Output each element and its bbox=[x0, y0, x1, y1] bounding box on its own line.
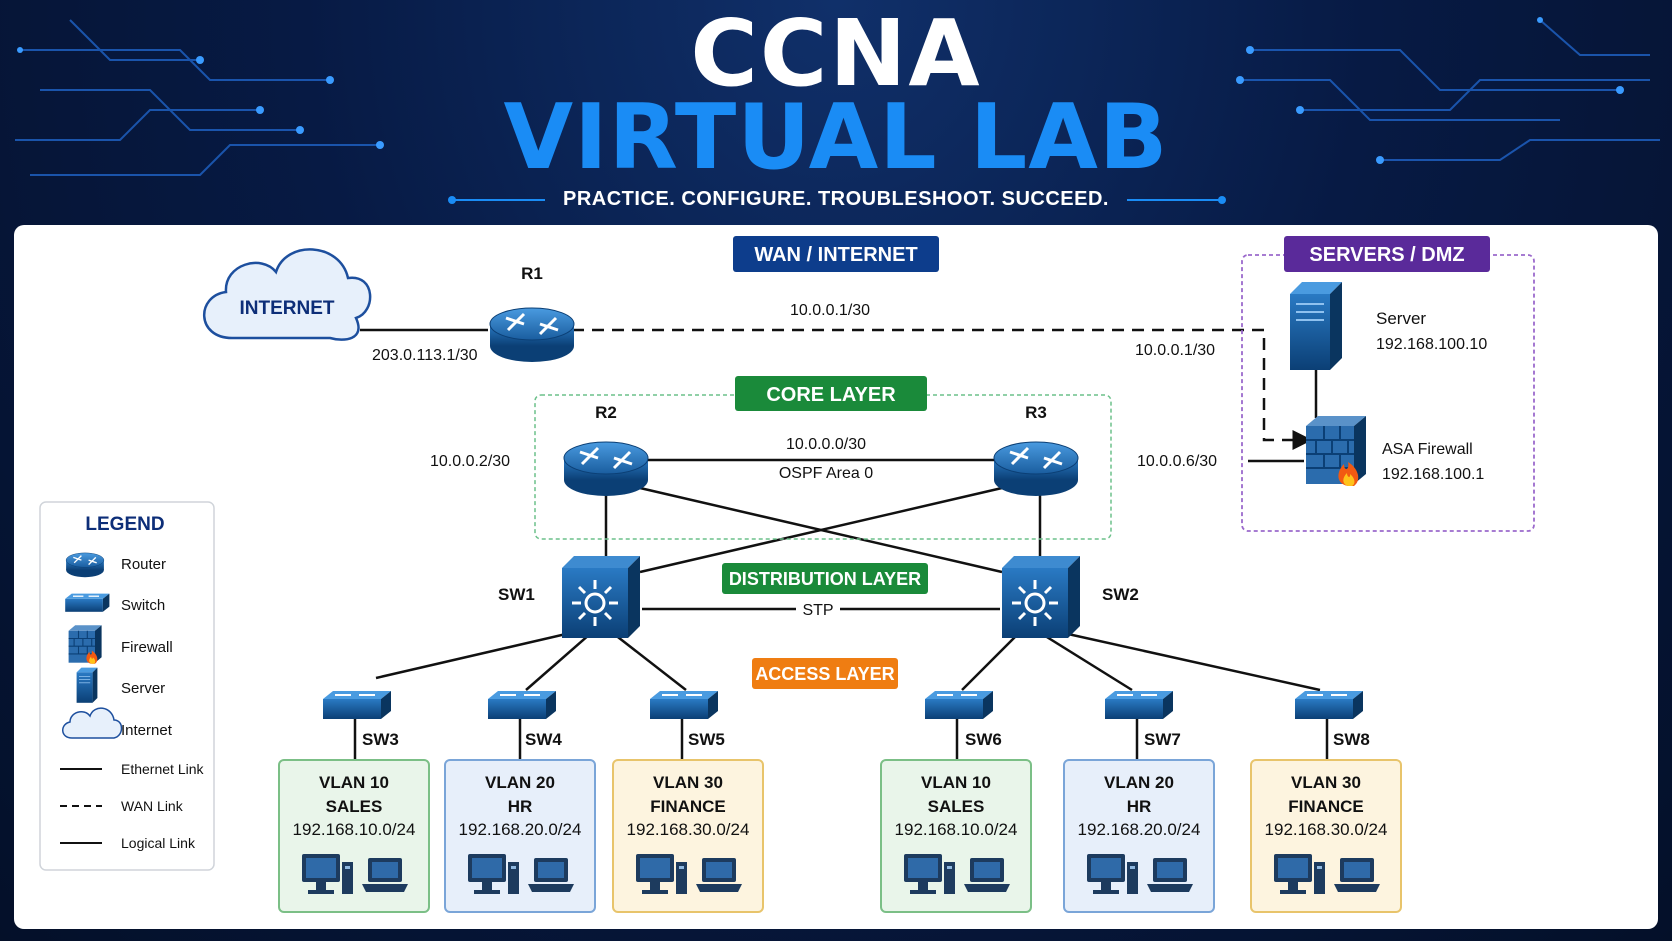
internet-label: INTERNET bbox=[240, 298, 335, 319]
link-sw1-sw5 bbox=[613, 633, 687, 691]
access-switch-label: SW6 bbox=[965, 730, 1002, 749]
router-icon bbox=[992, 440, 1080, 498]
legend-switch: Switch bbox=[121, 597, 165, 614]
server-ip: 192.168.100.10 bbox=[1376, 336, 1487, 353]
r1-name: R1 bbox=[521, 264, 543, 283]
internet-ip: 203.0.113.1/30 bbox=[372, 347, 478, 364]
vlan-id: VLAN 30 bbox=[1291, 773, 1361, 792]
vlan-boxes: VLAN 10 SALES 192.168.10.0/24 VLAN 20 HR 192.… bbox=[278, 759, 1402, 913]
link-sw1-sw4 bbox=[525, 633, 591, 691]
access-switch-label: SW3 bbox=[362, 730, 399, 749]
internet-cloud: INTERNET bbox=[203, 248, 372, 341]
switch-icon bbox=[924, 690, 994, 720]
link-sw2-sw7 bbox=[1041, 632, 1133, 692]
legend: LEGEND Router Switch Firewall Server Int… bbox=[39, 501, 215, 871]
vlan-subnet: 192.168.30.0/24 bbox=[627, 820, 750, 839]
legend-logical: Logical Link bbox=[121, 835, 196, 851]
access-switch-label: SW5 bbox=[688, 730, 725, 749]
switch-icon bbox=[322, 690, 392, 720]
access-switch-label: SW4 bbox=[525, 730, 562, 749]
core-badge bbox=[735, 376, 927, 411]
wan-badge-label: WAN / INTERNET bbox=[754, 244, 917, 266]
link-r3-sw1 bbox=[639, 486, 1003, 574]
core-network: 10.0.0.0/30 bbox=[786, 436, 866, 453]
server-name: Server bbox=[1376, 309, 1426, 328]
vlan-id: VLAN 20 bbox=[1104, 773, 1174, 792]
router-icon bbox=[562, 440, 650, 498]
stp-label: STP bbox=[802, 602, 833, 619]
title-ccna: CCNA bbox=[690, 0, 982, 107]
firewall-name: ASA Firewall bbox=[1382, 441, 1473, 458]
vlan-subnet: 192.168.10.0/24 bbox=[895, 820, 1018, 839]
legend-ethernet: Ethernet Link bbox=[121, 761, 204, 777]
core-protocol: OSPF Area 0 bbox=[779, 465, 873, 482]
link-sw1-sw3 bbox=[375, 632, 567, 680]
r1-wan-ip: 10.0.0.1/30 bbox=[790, 302, 870, 319]
legend-server: Server bbox=[121, 680, 165, 697]
links bbox=[353, 328, 1329, 762]
access-switch-label: SW7 bbox=[1144, 730, 1181, 749]
legend-title: LEGEND bbox=[85, 514, 164, 535]
link-sw2-sw8 bbox=[1067, 632, 1321, 692]
servers-badge bbox=[1284, 236, 1490, 272]
l3-switch-icon bbox=[560, 554, 642, 640]
vlan-box: VLAN 20 HR 192.168.20.0/24 bbox=[1063, 759, 1215, 913]
servers-badge-label: SERVERS / DMZ bbox=[1309, 244, 1464, 266]
switch-icon bbox=[1294, 690, 1364, 720]
vlan-dept: SALES bbox=[928, 797, 985, 816]
r3-name: R3 bbox=[1025, 403, 1047, 422]
server-icon bbox=[1289, 281, 1343, 371]
vlan-box: VLAN 10 SALES 192.168.10.0/24 bbox=[880, 759, 1032, 913]
vlan-subnet: 192.168.20.0/24 bbox=[459, 820, 582, 839]
legend-firewall: Firewall bbox=[121, 639, 173, 656]
tagline: PRACTICE. CONFIGURE. TROUBLESHOOT. SUCCE… bbox=[563, 188, 1109, 210]
vlan-subnet: 192.168.10.0/24 bbox=[293, 820, 416, 839]
link-r1-firewall-wan bbox=[572, 328, 1313, 450]
switch-icon bbox=[487, 690, 557, 720]
vlan-id: VLAN 30 bbox=[653, 773, 723, 792]
legend-internet: Internet bbox=[121, 722, 173, 739]
vlan-box: VLAN 10 SALES 192.168.10.0/24 bbox=[278, 759, 430, 913]
router-icon bbox=[488, 306, 576, 364]
firewall-ip: 192.168.100.1 bbox=[1382, 466, 1484, 483]
circuit-decoration bbox=[15, 17, 1660, 204]
sw1-name: SW1 bbox=[498, 585, 535, 604]
vlan-box: VLAN 20 HR 192.168.20.0/24 bbox=[444, 759, 596, 913]
vlan-dept: FINANCE bbox=[650, 797, 726, 816]
switch-icon bbox=[649, 690, 719, 720]
r2-ip: 10.0.0.2/30 bbox=[430, 453, 510, 470]
vlan-subnet: 192.168.20.0/24 bbox=[1078, 820, 1201, 839]
vlan-dept: SALES bbox=[326, 797, 383, 816]
sw2-name: SW2 bbox=[1102, 585, 1139, 604]
access-badge-label: ACCESS LAYER bbox=[755, 664, 894, 684]
vlan-subnet: 192.168.30.0/24 bbox=[1265, 820, 1388, 839]
legend-router: Router bbox=[121, 556, 166, 573]
l3-switch-icon bbox=[1000, 554, 1082, 640]
vlan-dept: HR bbox=[508, 797, 533, 816]
wan-badge bbox=[733, 236, 939, 272]
vlan-box: VLAN 30 FINANCE 192.168.30.0/24 bbox=[1250, 759, 1402, 913]
r2-name: R2 bbox=[595, 403, 617, 422]
vlan-dept: FINANCE bbox=[1288, 797, 1364, 816]
link-sw2-sw6 bbox=[961, 633, 1019, 691]
vlan-id: VLAN 10 bbox=[921, 773, 991, 792]
distribution-badge bbox=[722, 563, 928, 594]
title-virtual-lab: VIRTUAL LAB bbox=[503, 85, 1169, 190]
fw-wan-ip: 10.0.0.1/30 bbox=[1135, 342, 1215, 359]
core-badge-label: CORE LAYER bbox=[766, 384, 896, 406]
access-switch-label: SW8 bbox=[1333, 730, 1370, 749]
switch-icon bbox=[1104, 690, 1174, 720]
vlan-id: VLAN 10 bbox=[319, 773, 389, 792]
firewall-icon bbox=[1305, 415, 1367, 487]
dmz-box bbox=[1241, 254, 1535, 532]
distribution-badge-label: DISTRIBUTION LAYER bbox=[729, 569, 921, 589]
access-badge bbox=[752, 658, 898, 689]
r3-ip: 10.0.0.6/30 bbox=[1137, 453, 1217, 470]
legend-wan: WAN Link bbox=[121, 798, 184, 814]
vlan-id: VLAN 20 bbox=[485, 773, 555, 792]
vlan-box: VLAN 30 FINANCE 192.168.30.0/24 bbox=[612, 759, 764, 913]
vlan-dept: HR bbox=[1127, 797, 1152, 816]
